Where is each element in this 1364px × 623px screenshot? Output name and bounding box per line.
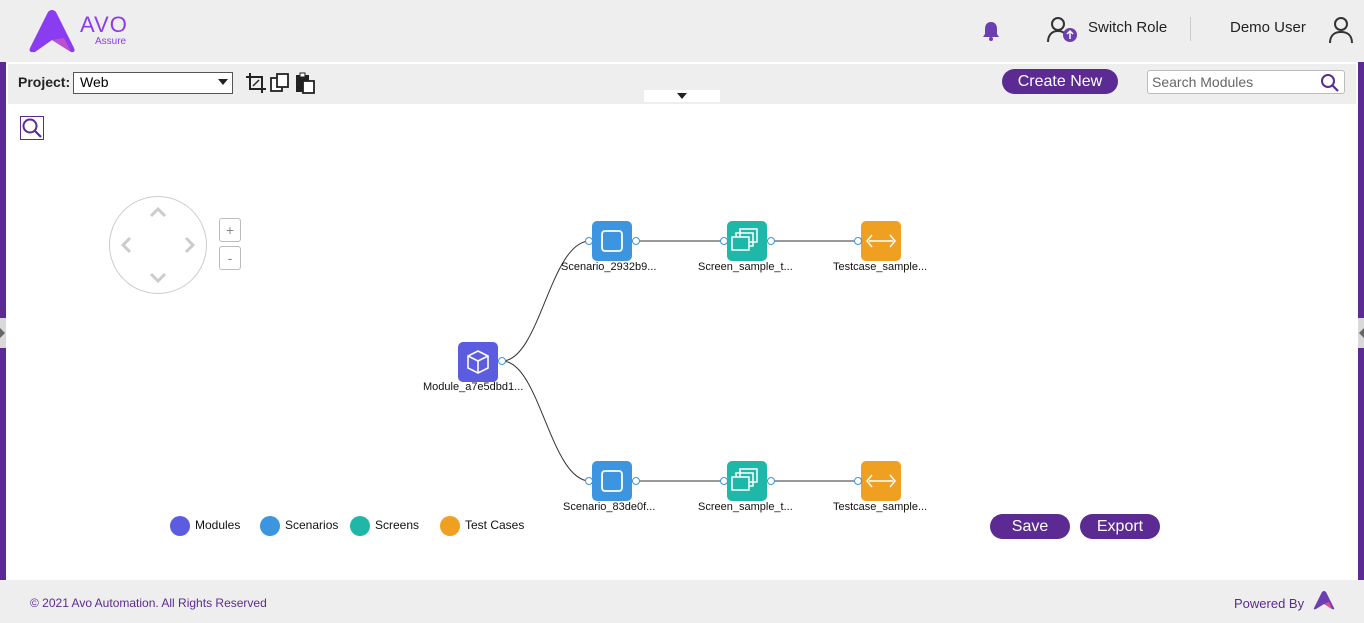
toolbar: Project: Web Create New Search Modules <box>8 64 1356 104</box>
powered-by-text: Powered By <box>1234 596 1305 611</box>
square-icon <box>601 230 623 252</box>
scenario-node-2-label[interactable]: Scenario_83de0f... <box>563 501 656 513</box>
user-name-label[interactable]: Demo User <box>1230 19 1306 36</box>
chevron-down-icon <box>218 79 228 85</box>
chevron-up-icon <box>149 206 167 218</box>
screens-icon <box>731 228 758 251</box>
cube-icon <box>467 350 489 374</box>
app-footer: © 2021 Avo Automation. All Rights Reserv… <box>0 580 1364 623</box>
pan-navigator[interactable] <box>109 196 207 294</box>
user-icon[interactable] <box>1328 16 1354 44</box>
crop-icon[interactable] <box>245 72 267 94</box>
legend-label: Modules <box>195 518 241 532</box>
chevron-left-icon <box>1359 328 1364 338</box>
legend-label: Scenarios <box>285 518 339 532</box>
export-button[interactable]: Export <box>1080 514 1160 539</box>
scenario-node-1-label[interactable]: Scenario_2932b9... <box>561 261 657 273</box>
project-select-value: Web <box>80 74 109 90</box>
screen-node-1-label[interactable]: Screen_sample_t... <box>698 261 793 273</box>
canvas-search-button[interactable] <box>20 116 44 140</box>
legend-dot-modules <box>170 516 190 536</box>
mindmap-canvas[interactable] <box>6 104 1358 580</box>
pan-arrows <box>120 206 196 284</box>
scenario-node-2[interactable] <box>585 461 640 501</box>
screen-node-2[interactable] <box>720 461 775 501</box>
square-icon <box>601 470 623 492</box>
switch-role-label[interactable]: Switch Role <box>1088 19 1168 36</box>
avo-logo[interactable] <box>28 8 138 54</box>
legend-label: Screens <box>375 518 420 532</box>
testcase-node-1[interactable] <box>854 221 902 261</box>
testcase-node-2[interactable] <box>854 461 902 501</box>
app-header: AVO Assure Switch Role Demo User <box>0 0 1364 62</box>
save-button[interactable]: Save <box>990 514 1070 539</box>
paste-icon[interactable] <box>294 72 316 94</box>
header-divider <box>1190 17 1191 41</box>
code-icon <box>866 474 896 488</box>
search-icon <box>22 118 42 138</box>
legend-dot-testcases <box>440 516 460 536</box>
search-modules-input[interactable]: Search Modules <box>1147 70 1345 94</box>
avo-small-logo[interactable] <box>1313 590 1335 610</box>
legend-dot-screens <box>350 516 370 536</box>
project-label: Project: <box>18 74 71 90</box>
legend-dot-scenarios <box>260 516 280 536</box>
project-select[interactable]: Web <box>73 72 233 94</box>
create-new-button[interactable]: Create New <box>1002 69 1118 94</box>
testcase-node-2-label[interactable]: Testcase_sample... <box>833 501 928 513</box>
module-node-label[interactable]: Module_a7e5dbd1... <box>423 381 524 393</box>
screens-icon <box>731 468 758 491</box>
bell-icon[interactable] <box>980 20 1002 42</box>
screen-node-2-label[interactable]: Screen_sample_t... <box>698 501 793 513</box>
zoom-out-button[interactable]: - <box>219 246 241 270</box>
switch-role-icon[interactable] <box>1047 16 1079 44</box>
legend-label: Test Cases <box>465 518 525 532</box>
search-icon[interactable] <box>1320 73 1340 93</box>
chevron-right-icon <box>0 328 5 338</box>
edge-module-scenario-1 <box>501 240 591 362</box>
screen-node-1[interactable] <box>720 221 775 261</box>
chevron-down-icon <box>149 272 167 284</box>
search-placeholder: Search Modules <box>1152 74 1254 90</box>
caret-down-icon <box>677 93 687 99</box>
logo-subtext: Assure <box>95 36 127 47</box>
scenario-node-1[interactable] <box>585 221 640 261</box>
copy-icon[interactable] <box>269 72 291 94</box>
module-node[interactable] <box>458 342 506 382</box>
testcase-node-1-label[interactable]: Testcase_sample... <box>833 261 928 273</box>
chevron-right-icon <box>184 236 196 254</box>
edge-module-scenario-2 <box>501 360 591 482</box>
collapse-toolbar-toggle[interactable] <box>644 90 720 102</box>
copyright-text: © 2021 Avo Automation. All Rights Reserv… <box>30 596 267 610</box>
chevron-left-icon <box>120 236 132 254</box>
zoom-in-button[interactable]: + <box>219 218 241 242</box>
logo-text: AVO <box>80 12 128 37</box>
code-icon <box>866 234 896 248</box>
